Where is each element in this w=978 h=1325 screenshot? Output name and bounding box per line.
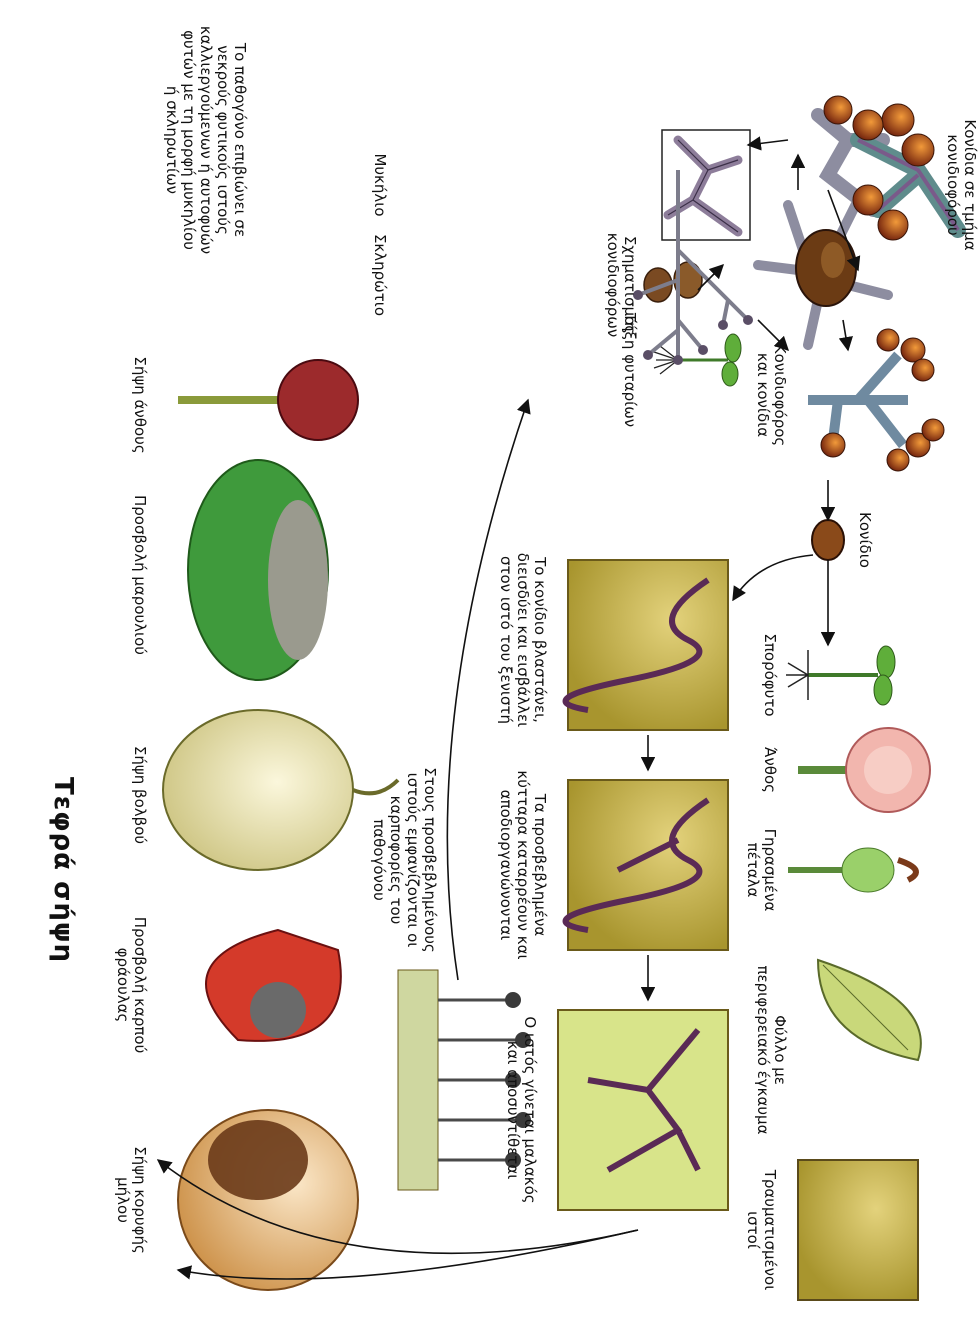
label-seedling-rot: Τήξη φυταρίων bbox=[621, 300, 638, 440]
label-line: Στους προσβεβλημένους bbox=[421, 760, 438, 960]
label-line: Τραυματισμένοι bbox=[761, 1150, 778, 1310]
label-lettuce: Προσβολή μαρουλιού bbox=[131, 490, 148, 660]
lettuce-icon bbox=[188, 460, 328, 680]
label-line: Σήψη κορυφής bbox=[131, 1120, 148, 1280]
label-line: και αποσυντίθεται bbox=[504, 1000, 521, 1220]
tissue-icon bbox=[566, 560, 729, 730]
label-line: Τα προσβεβλημένα bbox=[531, 760, 548, 970]
conidiophore-icon bbox=[808, 329, 944, 471]
label-tissue-soft: Ο ιστός γίνεται μαλακός και αποσυντίθετα… bbox=[504, 1000, 538, 1220]
label-seedling: Σπορόφυτο bbox=[761, 620, 778, 730]
label-line: Ο ιστός γίνεται μαλακός bbox=[521, 1000, 538, 1220]
label-line: ιστοί bbox=[744, 1150, 761, 1310]
label-line: φυτών με τη μορφή μυκηλίου bbox=[180, 10, 197, 270]
label-line: Το παθογόνο επιβιώνει σε bbox=[231, 10, 248, 270]
label-apple: Σήψη κορυφής μήλου bbox=[114, 1120, 148, 1280]
label-line: ή σκληρωτίων bbox=[163, 10, 180, 270]
label-cells-collapse: Τα προσβεβλημένα κύτταρα καταρρέουν και … bbox=[497, 760, 548, 970]
label-wounded-tissue: Τραυματισμένοι ιστοί bbox=[744, 1150, 778, 1310]
label-line: διεισδύει και εισβάλλει bbox=[514, 530, 531, 750]
label-line: παθογόνου bbox=[370, 760, 387, 960]
mycelium-icon bbox=[662, 130, 750, 240]
label-line: αποδιοργανώνονται bbox=[497, 760, 514, 970]
label-strawberry: Προσβολή καρπού φράουλας bbox=[114, 900, 148, 1070]
bulb-icon bbox=[163, 710, 398, 870]
label-line: ιστούς εμφανίζονται οι bbox=[404, 760, 421, 960]
tissue-icon bbox=[558, 1010, 728, 1210]
label-line: και κονίδια bbox=[754, 320, 771, 470]
label-line: καρποφορίες του bbox=[387, 760, 404, 960]
label-line: μήλου bbox=[114, 1120, 131, 1280]
label-leaf-burn: Φύλλο με περιφερειακό έγκαυμα bbox=[754, 950, 788, 1150]
label-survival: Το παθογόνο επιβιώνει σε νεκρούς φυτικού… bbox=[163, 10, 248, 270]
label-line: πέταλα bbox=[744, 810, 761, 930]
label-line: φράουλας bbox=[114, 900, 131, 1070]
tissue-icon bbox=[566, 780, 729, 950]
label-line: Φύλλο με bbox=[771, 950, 788, 1150]
label-line: κύτταρα καταρρέουν και bbox=[514, 760, 531, 970]
label-sclerotium: Σκληρώτιο bbox=[371, 210, 388, 340]
label-line: κονιδιοφόρου bbox=[944, 70, 961, 300]
label-flower: Άνθος bbox=[761, 720, 778, 820]
flower-icon bbox=[788, 848, 916, 892]
tissue-icon bbox=[798, 1160, 918, 1300]
conidium-icon bbox=[812, 520, 844, 560]
flower-icon bbox=[798, 728, 930, 812]
label-line: Κονίδια σε τμήμα bbox=[961, 70, 978, 300]
label-line: Γηρασμένα bbox=[761, 810, 778, 930]
flower-icon bbox=[178, 360, 358, 440]
seedling-icon bbox=[786, 646, 895, 705]
label-line: περιφερειακό έγκαυμα bbox=[754, 950, 771, 1150]
label-flower-rot: Σήψη άνθους bbox=[131, 340, 148, 470]
label-conidia-part: Κονίδια σε τμήμα κονιδιοφόρου bbox=[944, 70, 978, 300]
label-line: Προσβολή καρπού bbox=[131, 900, 148, 1070]
label-conidiophore-conidia: Κονιδιοφόρος και κονίδια bbox=[754, 320, 788, 470]
label-conidium: Κονίδιο bbox=[856, 490, 873, 590]
label-line: κονιδιοφόρων bbox=[604, 185, 621, 385]
label-line: στον ιστό του ξενιστή bbox=[497, 530, 514, 750]
page-title: Τεφρά σήψη bbox=[48, 760, 78, 980]
label-bulb-rot: Σήψη βολβού bbox=[131, 730, 148, 860]
label-fruiting: Στους προσβεβλημένους ιστούς εμφανίζοντα… bbox=[370, 760, 438, 960]
label-line: καλλιεργούμενων ή αυτοφυών bbox=[197, 10, 214, 270]
label-aged-petals: Γηρασμένα πέταλα bbox=[744, 810, 778, 930]
label-germinates: Το κονίδιο βλαστάνει, διεισδύει και εισβ… bbox=[497, 530, 548, 750]
label-line: Το κονίδιο βλαστάνει, bbox=[531, 530, 548, 750]
leaf-icon bbox=[818, 960, 921, 1060]
strawberry-icon bbox=[206, 930, 341, 1041]
label-line: νεκρούς φυτικούς ιστούς bbox=[214, 10, 231, 270]
label-line: Κονιδιοφόρος bbox=[771, 320, 788, 470]
apple-icon bbox=[178, 1110, 358, 1290]
